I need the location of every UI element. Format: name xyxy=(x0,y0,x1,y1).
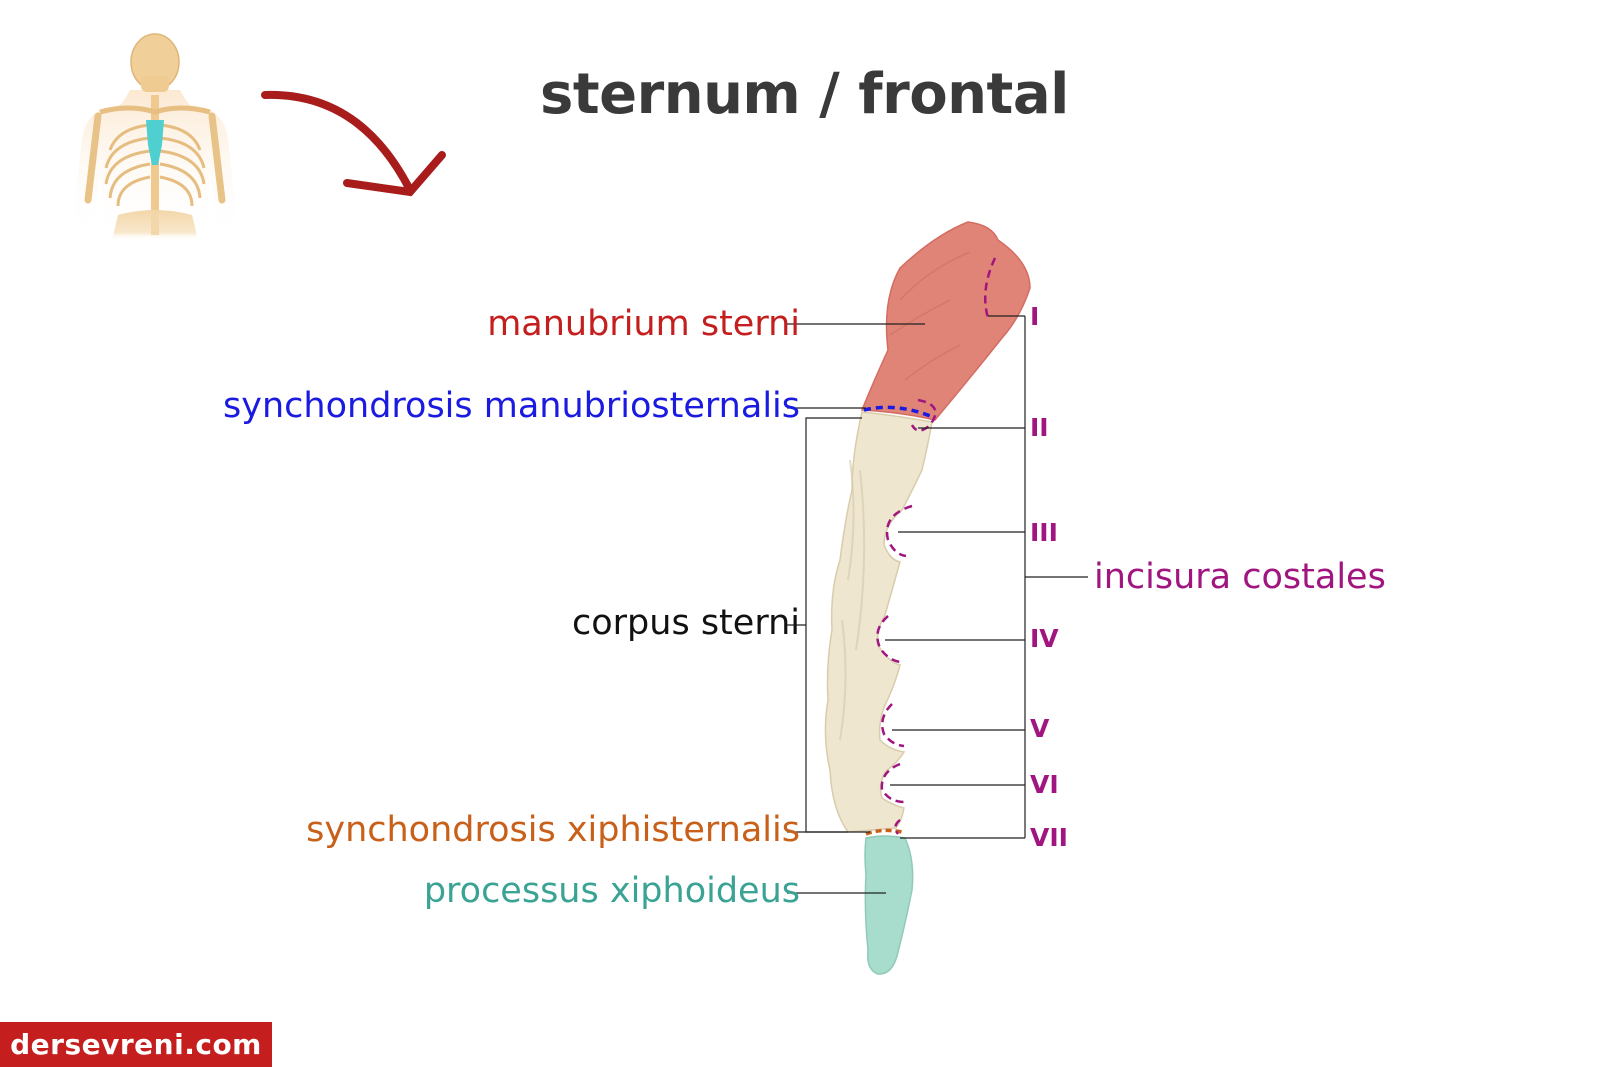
humerus-right xyxy=(208,112,226,204)
label-synch-xiphisternalis: synchondrosis xiphisternalis xyxy=(306,810,800,850)
numeral-1: I xyxy=(1030,302,1040,331)
numeral-7: VII xyxy=(1030,823,1068,852)
watermark-badge: dersevreni.com xyxy=(0,1022,272,1067)
numeral-6: VI xyxy=(1030,770,1059,799)
clavicles xyxy=(99,105,211,115)
label-xiphoid: processus xiphoideus xyxy=(423,871,800,911)
manubrium-shade xyxy=(889,251,971,381)
right-leaders xyxy=(885,315,1088,839)
left-leaders xyxy=(787,323,925,894)
xiphoid-shape xyxy=(864,835,914,975)
label-manubrium: manubrium sterni xyxy=(487,304,800,344)
pelvis xyxy=(112,210,198,240)
direction-arrow xyxy=(261,90,446,197)
label-incisura: incisura costales xyxy=(1094,557,1386,597)
sternum-bone xyxy=(824,221,1031,975)
numeral-4: IV xyxy=(1030,624,1059,653)
synch-manubrio-dash xyxy=(863,405,936,420)
numeral-2: II xyxy=(1030,413,1049,442)
page-title: sternum / frontal xyxy=(540,62,1069,127)
corpus-shape xyxy=(824,411,933,833)
corpus-shade xyxy=(839,459,866,741)
ribcage xyxy=(104,123,206,207)
numeral-3: III xyxy=(1030,518,1058,547)
jaw xyxy=(141,76,169,92)
label-corpus: corpus sterni xyxy=(572,603,800,643)
numeral-5: V xyxy=(1030,714,1050,743)
humerus-left xyxy=(84,112,102,204)
skeleton-thumbnail xyxy=(72,33,238,240)
label-synch-manubriosternalis: synchondrosis manubriosternalis xyxy=(223,386,800,426)
sternum-highlight xyxy=(146,120,164,165)
manubrium-shape xyxy=(860,221,1031,421)
synch-xiphi-dash xyxy=(865,828,903,836)
costal-notches xyxy=(876,257,997,835)
